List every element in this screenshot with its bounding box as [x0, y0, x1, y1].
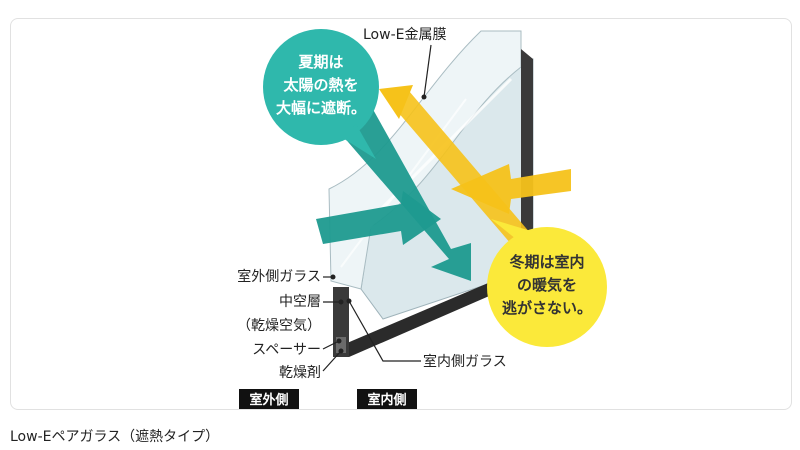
summer-bubble: 夏期は 太陽の熱を 大幅に遮断。 — [263, 29, 379, 159]
label-outer-glass: 室外側ガラス — [237, 268, 321, 285]
leader-dot — [338, 348, 344, 354]
summer-reflect-arrow — [316, 191, 441, 245]
spacer-frame — [521, 49, 533, 269]
leader-dot — [330, 274, 336, 280]
leader-dot — [346, 298, 352, 304]
leader-dot — [336, 338, 342, 344]
winter-arrow-head — [379, 85, 413, 119]
winter-reflect-arrow — [391, 91, 531, 244]
leader-dot — [338, 299, 344, 305]
label-air-layer: 中空層 — [279, 294, 321, 310]
leader-desiccant — [322, 350, 342, 372]
winter-bubble-line-3: 逃がさない。 — [502, 299, 592, 317]
label-air-layer-note: （乾燥空気） — [237, 318, 321, 334]
summer-bubble-line-3: 大幅に遮断。 — [276, 99, 366, 117]
tag-indoor-bg — [357, 389, 417, 409]
desiccant-bar — [336, 337, 346, 353]
leader-dot — [421, 94, 427, 100]
label-spacer: スペーサー — [252, 342, 321, 358]
label-lowe-film: Low-E金属膜 — [363, 27, 446, 43]
tag-indoor: 室内側 — [367, 392, 406, 408]
winter-bubble-line-1: 冬期は室内 — [509, 253, 584, 271]
winter-bubble-line-2: の暖気を — [517, 276, 577, 294]
spacer-frame-bottom — [333, 269, 533, 357]
image-card: 夏期は 太陽の熱を 大幅に遮断。 冬期は室内 の暖気を 逃がさない。 Low-E… — [10, 18, 792, 410]
label-inner-glass: 室内側ガラス — [423, 353, 507, 370]
winter-bubble: 冬期は室内 の暖気を 逃がさない。 — [487, 219, 607, 347]
tag-outdoor-bg — [239, 389, 299, 409]
summer-bubble-line-2: 太陽の熱を — [283, 76, 358, 94]
summer-bubble-line-1: 夏期は — [297, 53, 343, 71]
low-e-glass-diagram: 夏期は 太陽の熱を 大幅に遮断。 冬期は室内 の暖気を 逃がさない。 Low-E… — [237, 27, 607, 409]
tag-outdoor: 室外側 — [249, 392, 288, 408]
leader-inner-glass — [348, 300, 421, 362]
leader-spacer — [322, 340, 340, 350]
leader-lowe-film — [423, 44, 432, 98]
image-caption: Low-Eペアガラス（遮熱タイプ） — [10, 429, 220, 445]
label-desiccant: 乾燥剤 — [279, 365, 321, 381]
